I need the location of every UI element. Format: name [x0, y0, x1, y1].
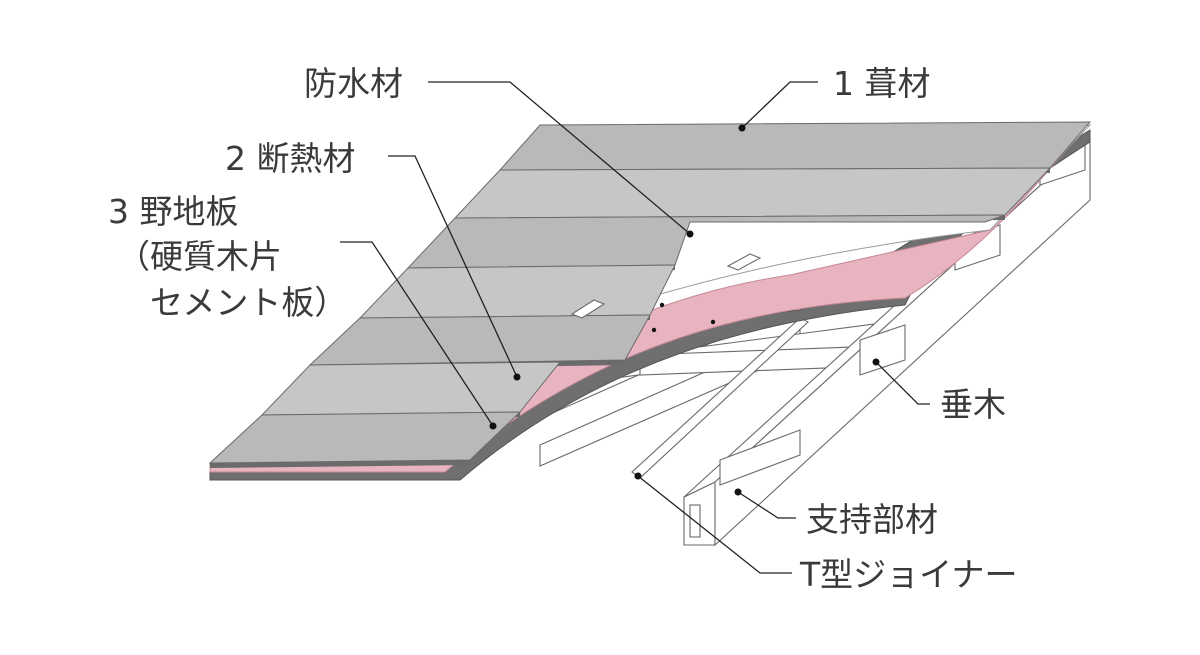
- label-sheathing-material-1: （硬質木片: [117, 237, 282, 276]
- fastener-plates: [570, 253, 762, 333]
- leader-dot-rafter: [872, 358, 880, 366]
- label-insulation: 2 断熱材: [225, 139, 356, 178]
- label-support: 支持部材: [806, 500, 938, 539]
- leader-dot-insulation: [513, 373, 521, 381]
- fastener-dot-1: [659, 302, 665, 308]
- fastener-plate-2: [570, 299, 606, 319]
- roofing-board-1: [498, 121, 1092, 171]
- label-rafter: 垂木: [940, 385, 1006, 424]
- roofing-board-7: [208, 411, 522, 464]
- leader-lines: [340, 81, 930, 574]
- roofing-board-5: [308, 314, 651, 366]
- roofing-board-2: [453, 167, 1052, 219]
- roofing-boards: [208, 121, 1092, 468]
- fastener-dot-2: [710, 319, 716, 325]
- labels: 防水材 1 葺材 2 断熱材 3 野地板 （硬質木片 セメント板） 垂木 支持部…: [108, 64, 1018, 594]
- roofing-board-4: [358, 264, 676, 319]
- cross-member-1: [719, 429, 801, 486]
- leader-roofing: [741, 81, 818, 129]
- leader-dot-sheathing: [489, 422, 497, 430]
- leader-rafter: [875, 361, 930, 405]
- leader-dot-joiner: [634, 472, 642, 480]
- leader-sheathing: [340, 241, 494, 427]
- leader-support: [737, 491, 796, 519]
- roofing-board-edge-7: [210, 460, 470, 468]
- leader-dot-support: [734, 488, 742, 496]
- label-sheathing-material-2: セメント板）: [150, 283, 347, 322]
- label-waterproof: 防水材: [304, 64, 403, 103]
- fastener-plate-1: [726, 253, 762, 271]
- leader-insulation: [388, 155, 518, 378]
- leader-dot-waterproof: [686, 230, 694, 238]
- label-sheathing: 3 野地板: [108, 192, 239, 231]
- leader-dot-roofing: [738, 124, 746, 132]
- leader-joiner: [637, 475, 792, 574]
- cross-member-4: [859, 324, 906, 376]
- fastener-dot-3: [651, 327, 657, 333]
- roofing-board-6: [260, 361, 562, 416]
- label-roofing: 1 葺材: [833, 64, 931, 103]
- label-joiner: T型ジョイナー: [799, 555, 1018, 594]
- leader-waterproof: [428, 81, 691, 235]
